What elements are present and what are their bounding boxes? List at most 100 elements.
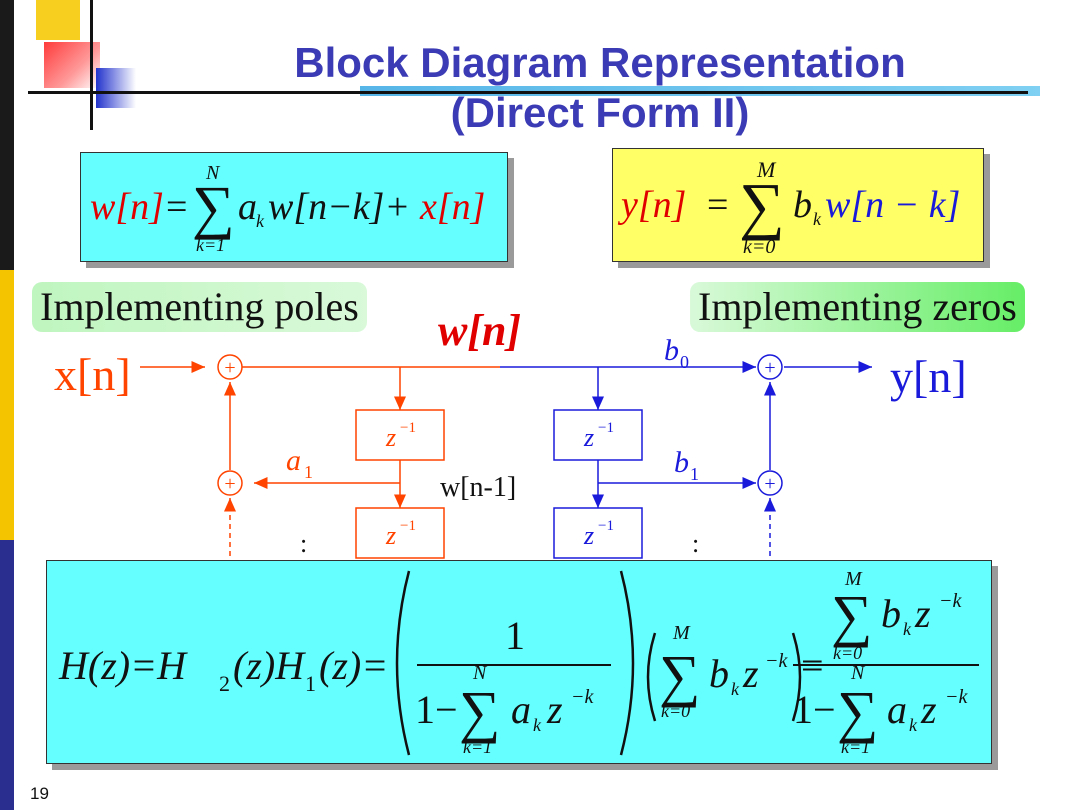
delay-label-poles-2: z: [385, 521, 396, 550]
tf-a-sub-4: k: [909, 715, 918, 735]
slide-title: Block Diagram Representation (Direct For…: [150, 38, 1050, 138]
output-label: y[n]: [890, 351, 967, 402]
adder-input: [217, 354, 243, 380]
tf-sigma-3: ∑: [831, 583, 872, 648]
zeros-section: [500, 354, 872, 565]
corner-ornament-yellow: [36, 0, 80, 40]
tf-z-4: z: [920, 687, 937, 732]
adder-output: [757, 354, 783, 380]
w-node-label: w[n]: [438, 306, 521, 355]
tf-z-3: z: [914, 591, 931, 636]
tf-z-exp-4: −k: [945, 686, 968, 708]
eq-y-b: b: [793, 184, 812, 226]
big-paren-right: [619, 570, 635, 756]
tf-sum-top-2: M: [672, 622, 691, 644]
slide-title-line2: (Direct Form II): [450, 89, 750, 136]
tf-h2-sub: 2: [219, 671, 230, 696]
a1-sub: 1: [304, 462, 313, 482]
eq-w-sigma: ∑: [192, 174, 235, 240]
b0-label: b: [664, 334, 679, 367]
tf-z-exp-1: −k: [571, 686, 594, 708]
delay-exp-zeros-1: −1: [598, 420, 614, 436]
tf-mid: (z)H: [233, 643, 306, 688]
delay-box-zeros-1: [553, 409, 643, 461]
tf-a-1: a: [511, 687, 531, 732]
adder-b1: [757, 470, 783, 496]
eq-y-body: w[n − k]: [825, 184, 960, 226]
poles-dots: :: [300, 529, 307, 558]
eq-y-lhs: y[n]: [617, 184, 686, 226]
w-recursion-equation: w[n] = ∑ N k=1 a k w[n−k]+ x[n]: [90, 162, 485, 255]
tf-sigma-1: ∑: [459, 679, 500, 744]
delay-box-poles-2: [355, 507, 445, 559]
tf-z-1: z: [546, 687, 563, 732]
delay-label-zeros-1: z: [583, 423, 594, 452]
left-strip-yellow: [0, 270, 14, 540]
tf-a-4: a: [887, 687, 907, 732]
left-strip-dark: [0, 0, 14, 270]
poles-section: [140, 354, 500, 565]
tf-b-sub-3: k: [903, 619, 912, 639]
adder-b1-plus: +: [764, 473, 775, 495]
tf-b-2: b: [709, 651, 729, 696]
corner-ornament-blue: [96, 68, 136, 108]
tf-b-sub-2: k: [731, 679, 740, 699]
eq-w-equals: =: [166, 186, 187, 228]
transfer-function-equation: H(z)=H 2 (z)H 1 (z)= 1 1− ∑ N k=1 a k z …: [58, 568, 979, 757]
paren-right-mid: [791, 632, 802, 722]
paren-left-mid: [646, 632, 657, 722]
tf-rhs: (z)=: [319, 643, 388, 688]
tf-sigma-4: ∑: [837, 679, 878, 744]
b1-sub: 1: [690, 464, 699, 484]
tf-sum-bottom-1: k=1: [463, 737, 492, 757]
w-delayed-label: w[n-1]: [440, 472, 516, 503]
callout-implementing-zeros: Implementing zeros: [690, 282, 1025, 332]
tf-sum-bottom-2: k=0: [661, 701, 690, 721]
tf-sum-top-3: M: [844, 568, 863, 590]
tf-sum-bottom-4: k=1: [841, 737, 870, 757]
eq-y-b-sub: k: [813, 209, 822, 229]
tf-frac-num: 1: [505, 613, 525, 658]
slide-title-line1: Block Diagram Representation: [294, 39, 906, 86]
adder-output-plus: +: [764, 357, 775, 379]
y-output-equation-box: y[n] = ∑ M k=0 b k w[n − k]: [612, 148, 984, 262]
adder-input-plus: +: [224, 357, 235, 379]
eq-w-body: w[n−k]+: [268, 186, 410, 228]
tf-one-minus-2: 1−: [793, 687, 836, 732]
tf-sum-top-1: N: [472, 662, 488, 684]
delay-exp-poles-1: −1: [400, 420, 416, 436]
tf-z-2: z: [742, 651, 759, 696]
big-paren-left: [395, 570, 411, 756]
page-number: 19: [30, 784, 49, 803]
eq-w-tail: x[n]: [419, 186, 485, 228]
tf-h1-sub: 1: [305, 671, 316, 696]
direct-form-ii-block-diagram: + + + + z −1 z −1 z −1 z −1 x[n] y[n] w[…: [54, 306, 967, 565]
tf-sum-bottom-3: k=0: [833, 643, 862, 663]
adder-a1-plus: +: [224, 473, 235, 495]
tf-sigma-2: ∑: [659, 643, 700, 708]
a1-label: a: [286, 444, 301, 477]
eq-y-sum-top: M: [756, 157, 777, 182]
delay-box-zeros-2: [553, 507, 643, 559]
corner-vertical-rule: [90, 0, 93, 130]
left-strip-blue: [0, 540, 14, 810]
w-recursion-equation-box: w[n] = ∑ N k=1 a k w[n−k]+ x[n]: [80, 152, 508, 262]
tf-z-exp-2: −k: [765, 650, 788, 672]
delay-exp-zeros-2: −1: [598, 518, 614, 534]
input-label: x[n]: [54, 349, 131, 400]
zeros-dots: :: [692, 529, 699, 558]
eq-y-sigma: ∑: [739, 170, 785, 241]
eq-w-a-sub: k: [256, 211, 265, 231]
delay-exp-poles-2: −1: [400, 518, 416, 534]
eq-y-equals: =: [707, 184, 728, 226]
eq-w-a: a: [238, 186, 257, 228]
adder-a1: [217, 470, 243, 496]
eq-w-lhs: w[n]: [90, 186, 164, 228]
tf-a-sub-1: k: [533, 715, 542, 735]
tf-sum-top-4: N: [850, 662, 866, 684]
tf-b-3: b: [881, 591, 901, 636]
delay-box-poles-1: [355, 409, 445, 461]
b0-sub: 0: [680, 352, 689, 372]
delay-label-poles-1: z: [385, 423, 396, 452]
title-rule: [28, 91, 1028, 94]
